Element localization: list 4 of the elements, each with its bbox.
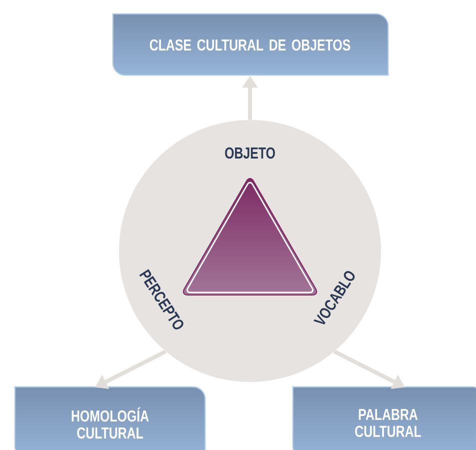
vertex-label: OBJETO (225, 147, 275, 159)
label-box: CLASE CULTURAL DE OBJETOS (112, 13, 389, 76)
label-box: PALABRA CULTURAL (292, 386, 476, 450)
label-box: HOMOLOGÍA CULTURAL (14, 386, 206, 450)
